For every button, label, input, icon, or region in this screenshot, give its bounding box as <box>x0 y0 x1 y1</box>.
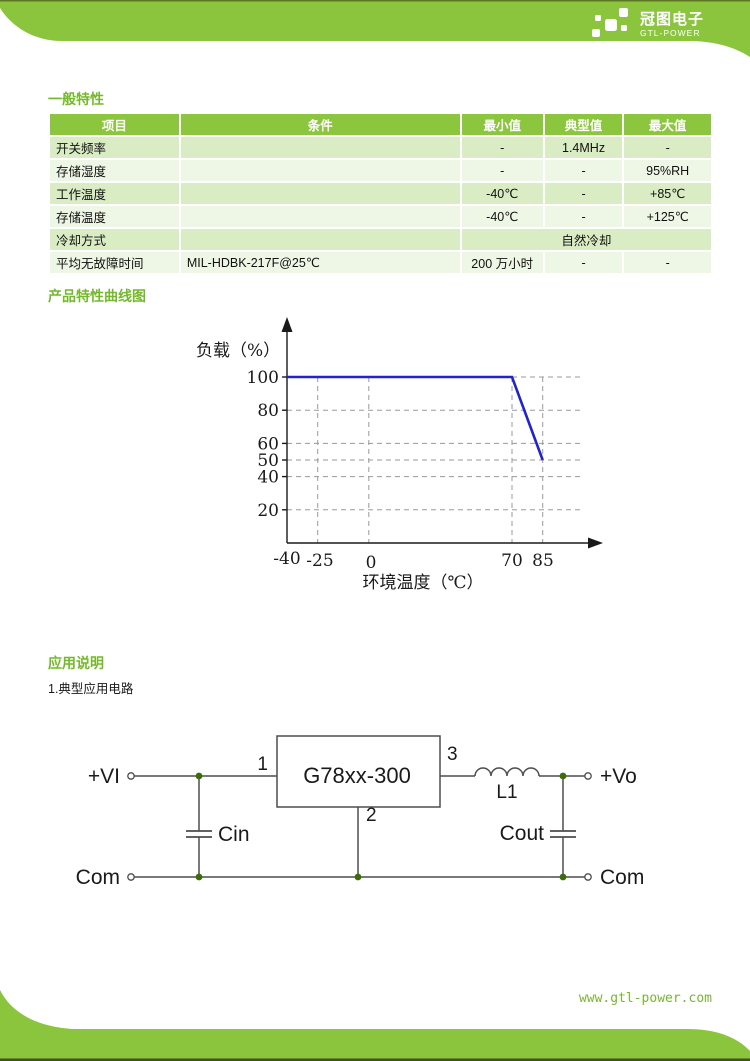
table-cell: - <box>624 137 711 158</box>
table-cell: 工作温度 <box>50 183 179 204</box>
table-cell: 存储湿度 <box>50 160 179 181</box>
pin1-label: 1 <box>257 754 268 775</box>
table-cell: - <box>461 160 543 181</box>
col-header-condition: 条件 <box>180 114 460 135</box>
x-tick-label: -40 <box>273 549 300 569</box>
x-tick-label: -25 <box>306 551 333 571</box>
brand-logo: 冠图电子 GTL-POWER <box>592 6 742 44</box>
table-cell: - <box>624 252 711 273</box>
y-tick-label: 60 <box>257 434 279 454</box>
brand-logo-icon <box>592 8 628 37</box>
section-title-general: 一般特性 <box>48 91 104 107</box>
table-cell: MIL-HDBK-217F@25℃ <box>180 252 460 273</box>
section-title-curve: 产品特性曲线图 <box>48 288 146 304</box>
table-cell: 95%RH <box>624 160 711 181</box>
table-row: 开关频率 - 1.4MHz - <box>50 137 711 158</box>
table-header-row: 项目 条件 最小值 典型值 最大值 <box>50 114 711 135</box>
ic-label: G78xx-300 <box>303 763 411 788</box>
y-tick-label: 100 <box>247 368 279 388</box>
table-cell: 平均无故障时间 <box>50 252 179 273</box>
table-cell: 冷却方式 <box>50 229 179 250</box>
table-cell <box>180 137 460 158</box>
col-header-max: 最大值 <box>624 114 711 135</box>
y-tick-label: 20 <box>257 501 279 521</box>
table-cell: - <box>461 137 543 158</box>
inductor-symbol <box>474 767 540 777</box>
chart-labels: 负载（%） 100 80 60 50 40 20 -40 -25 0 70 85… <box>196 341 554 593</box>
output-terminal-label: +Vo <box>600 765 637 788</box>
table-cell: - <box>544 252 623 273</box>
application-circuit-diagram: G78xx-300 1 2 3 +VI +Vo Com Com Cin Cout… <box>76 735 645 889</box>
ic-body <box>276 735 441 808</box>
com-right-label: Com <box>600 866 644 889</box>
table-cell-merged: 自然冷却 <box>461 229 711 250</box>
brand-name-cn: 冠图电子 <box>640 11 705 29</box>
table-cell <box>180 183 460 204</box>
table-row: 存储温度 -40℃ - +125℃ <box>50 206 711 227</box>
derating-curve-line <box>287 375 544 461</box>
y-tick-label: 80 <box>257 401 279 421</box>
table-cell <box>180 229 460 250</box>
table-cell: - <box>544 160 623 181</box>
y-tick-label: 40 <box>257 468 279 488</box>
x-axis-title: 环境温度（℃） <box>362 573 483 593</box>
derating-chart: 负载（%） 100 80 60 50 40 20 -40 -25 0 70 85… <box>196 317 603 593</box>
table-cell: 存储温度 <box>50 206 179 227</box>
x-tick-label: 0 <box>366 553 377 573</box>
header-banner <box>0 0 750 57</box>
chart-gridlines <box>287 376 580 543</box>
section-title-application: 应用说明 <box>48 655 104 671</box>
col-header-min: 最小值 <box>461 114 543 135</box>
spec-table: 项目 条件 最小值 典型值 最大值 开关频率 - 1.4MHz - 存储湿度 -… <box>48 112 713 275</box>
y-axis-arrow-icon <box>281 317 293 332</box>
footer-website-link[interactable]: www.gtl-power.com <box>578 991 712 1006</box>
chart-axes <box>282 330 590 544</box>
table-cell <box>180 206 460 227</box>
table-row: 工作温度 -40℃ - +85℃ <box>50 183 711 204</box>
cin-label: Cin <box>218 823 250 846</box>
table-row: 存储湿度 - - 95%RH <box>50 160 711 181</box>
pin3-label: 3 <box>447 744 458 765</box>
table-cell: -40℃ <box>461 206 543 227</box>
application-subtitle: 1.典型应用电路 <box>48 682 134 696</box>
inductor-label: L1 <box>496 782 517 803</box>
pin2-label: 2 <box>366 805 377 826</box>
terminal-circles <box>127 772 592 881</box>
table-cell: 开关频率 <box>50 137 179 158</box>
footer-banner <box>0 990 750 1061</box>
table-cell: 1.4MHz <box>544 137 623 158</box>
table-cell: - <box>544 183 623 204</box>
x-axis-arrow-icon <box>588 537 603 549</box>
circuit-labels: G78xx-300 1 2 3 +VI +Vo Com Com Cin Cout… <box>76 744 645 889</box>
col-header-typ: 典型值 <box>544 114 623 135</box>
table-cell: +125℃ <box>624 206 711 227</box>
col-header-item: 项目 <box>50 114 179 135</box>
y-axis-title: 负载（%） <box>196 341 280 361</box>
brand-name-en: GTL-POWER <box>640 28 701 39</box>
table-cell: -40℃ <box>461 183 543 204</box>
table-row: 平均无故障时间 MIL-HDBK-217F@25℃ 200 万小时 - - <box>50 252 711 273</box>
table-row: 冷却方式 自然冷却 <box>50 229 711 250</box>
junction-dots <box>195 772 567 881</box>
y-tick-label: 50 <box>257 451 279 471</box>
x-tick-label: 70 <box>501 551 523 571</box>
table-cell: - <box>544 206 623 227</box>
circuit-wires <box>134 735 585 878</box>
com-left-label: Com <box>76 866 120 889</box>
cout-label: Cout <box>500 822 545 845</box>
table-cell: +85℃ <box>624 183 711 204</box>
x-tick-label: 85 <box>532 551 554 571</box>
input-terminal-label: +VI <box>88 765 120 788</box>
table-cell: 200 万小时 <box>461 252 543 273</box>
table-cell <box>180 160 460 181</box>
